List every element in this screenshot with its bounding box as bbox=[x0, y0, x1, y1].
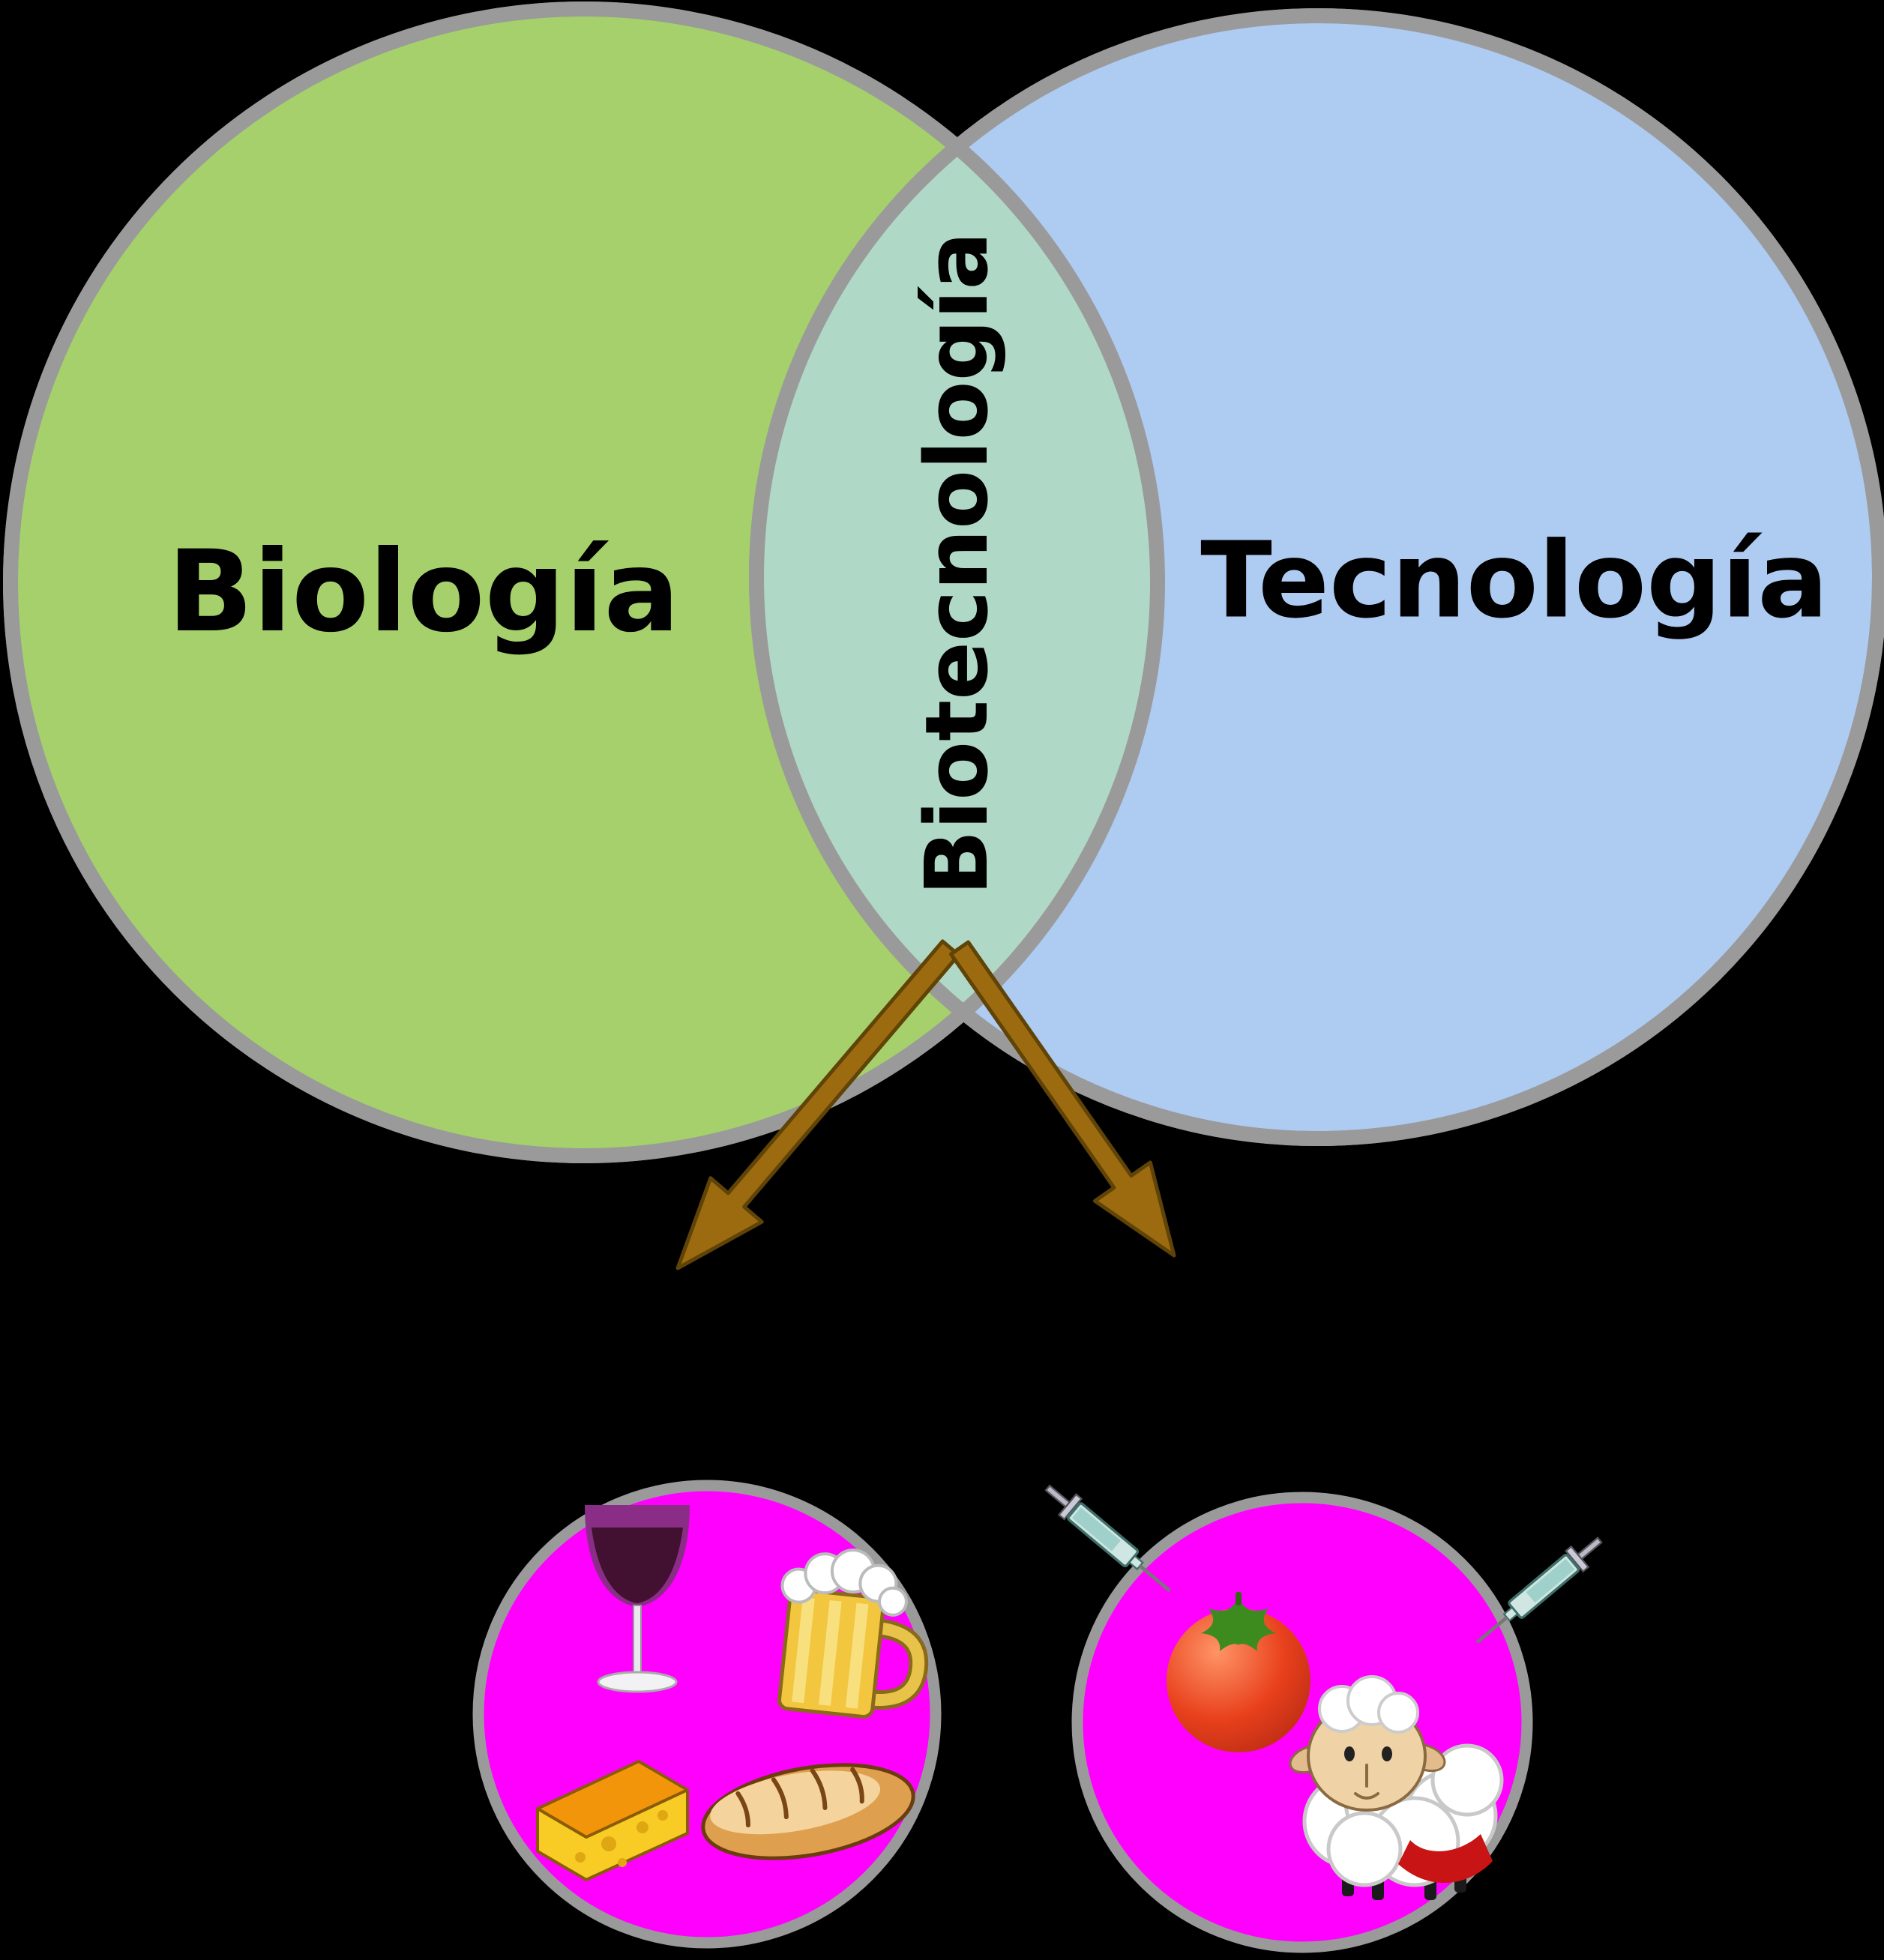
biotechnology-label: Biotecnología bbox=[907, 232, 1008, 896]
biology-circle-ring bbox=[3, 1, 1165, 1163]
technology-label: Tecnología bbox=[1200, 520, 1829, 642]
bread-icon bbox=[701, 1763, 915, 1860]
biology-label: Biología bbox=[167, 527, 679, 657]
arrow-to-modern-products bbox=[949, 940, 1176, 1258]
venn-overlap-lens bbox=[756, 16, 1158, 1139]
cheese-icon bbox=[536, 1760, 689, 1881]
wine-glass-icon bbox=[585, 1505, 690, 1693]
beer-mug-icon bbox=[777, 1549, 929, 1719]
arrow-to-traditional-products bbox=[675, 939, 961, 1270]
tomato-icon bbox=[1167, 1592, 1310, 1752]
technology-circle-ring bbox=[749, 8, 1884, 1146]
sheep-icon bbox=[1289, 1675, 1504, 1900]
syringe-left-icon bbox=[1039, 1478, 1179, 1601]
